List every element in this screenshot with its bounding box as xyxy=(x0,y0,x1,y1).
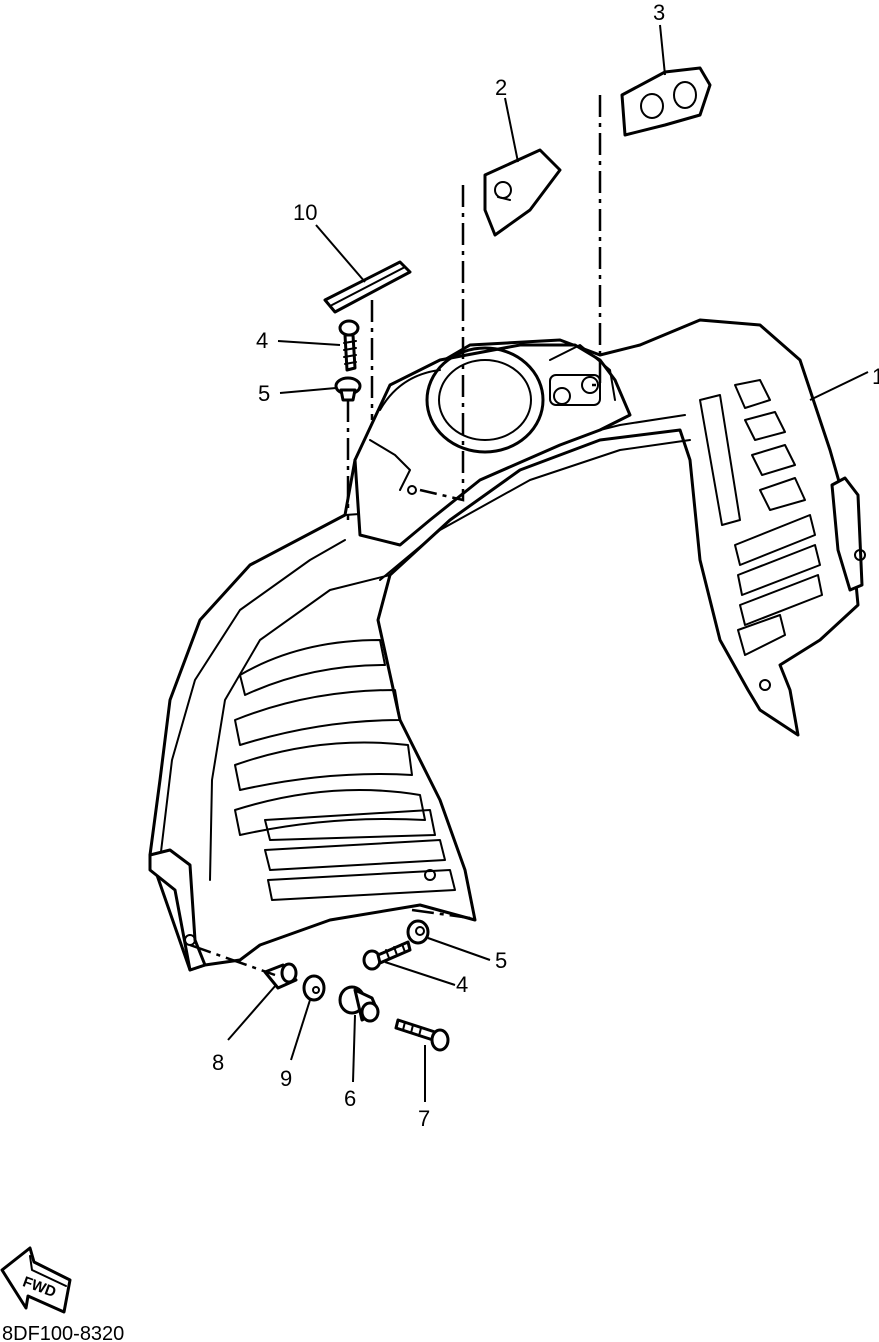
callout-5-upper: 5 xyxy=(258,381,270,406)
callout-9: 9 xyxy=(280,1066,292,1091)
collar-part-8 xyxy=(263,962,298,990)
callout-7: 7 xyxy=(418,1106,430,1131)
callout-8: 8 xyxy=(212,1050,224,1075)
screw-part-4-upper xyxy=(338,319,360,372)
leader-lines xyxy=(227,24,869,1102)
washer-part-9 xyxy=(302,974,326,1002)
screw-part-4-lower xyxy=(362,940,412,971)
plate-part-3 xyxy=(620,66,712,137)
callout-2: 2 xyxy=(495,75,507,100)
callout-3: 3 xyxy=(653,0,665,25)
main-cover-part xyxy=(148,318,866,972)
fwd-arrow-icon: FWD xyxy=(0,1246,72,1314)
callout-10: 10 xyxy=(293,200,317,225)
callout-4-lower: 4 xyxy=(456,972,468,997)
fwd-label: FWD xyxy=(20,1273,58,1301)
diagram-code: 8DF100-8320 xyxy=(2,1323,124,1342)
bracket-part-2 xyxy=(483,148,562,237)
callout-5-lower: 5 xyxy=(495,948,507,973)
callout-6: 6 xyxy=(344,1086,356,1111)
callout-1: 1 xyxy=(872,364,879,389)
callout-4-upper: 4 xyxy=(256,328,268,353)
bolt-part-7 xyxy=(394,1018,450,1052)
grommet-part-5-upper xyxy=(334,376,362,402)
grommet-part-5-lower xyxy=(406,919,430,945)
grommet-part-6 xyxy=(338,985,380,1023)
strip-part-10 xyxy=(323,260,412,314)
assembly-lines xyxy=(189,95,602,977)
